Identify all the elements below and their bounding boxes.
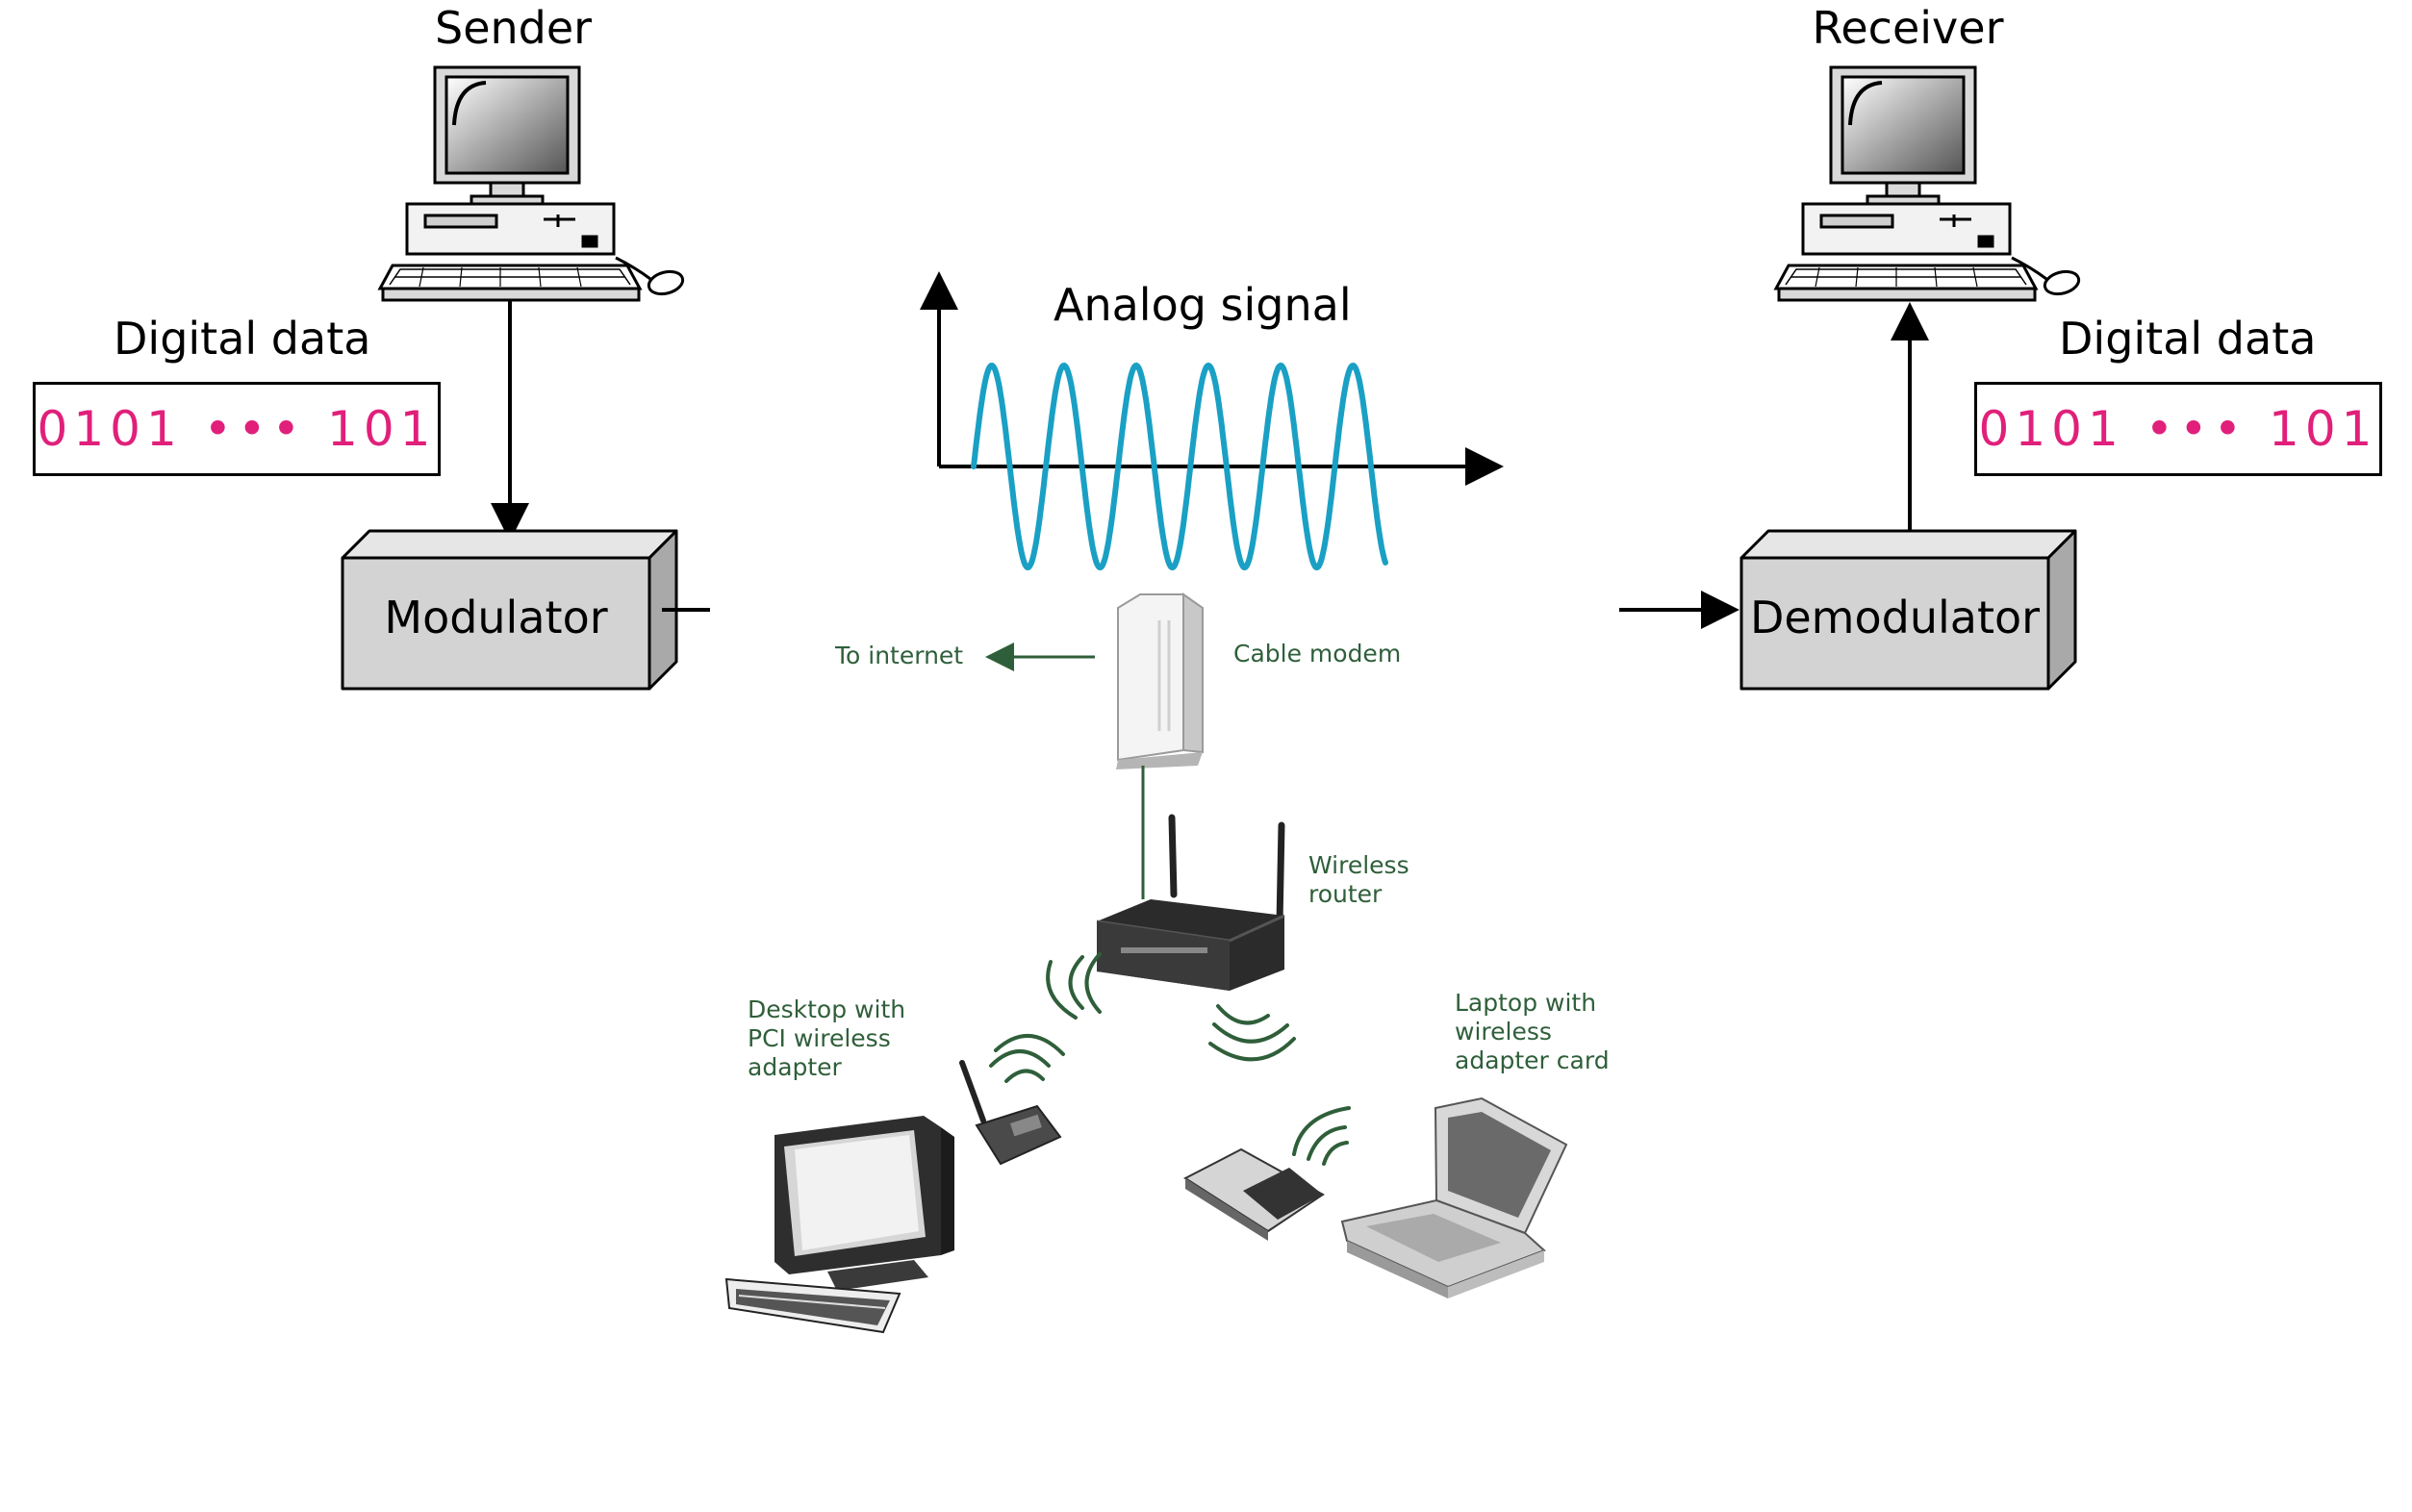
cable-modem-label: Cable modem [1233, 640, 1402, 668]
cable-modem-icon [1116, 592, 1204, 769]
desktop-label: Desktop with PCI wireless adapter [748, 995, 906, 1081]
receiver-digital-data-box: 0101 ••• 101 [1974, 382, 2382, 476]
sender-digital-data-box: 0101 ••• 101 [33, 382, 441, 476]
laptop-icon [1340, 1096, 1568, 1298]
laptop-label: Laptop with wireless adapter card [1455, 989, 1610, 1074]
analog-signal-wave [971, 362, 1388, 571]
receiver-digital-data-label: Digital data [2059, 313, 2317, 365]
demodulator-box [1739, 529, 2077, 691]
wireless-router-icon [1096, 814, 1285, 991]
receiver-label: Receiver [1812, 2, 2004, 54]
modulator-label: Modulator [384, 592, 608, 643]
demodulator-label: Demodulator [1749, 592, 2041, 643]
sender-computer-icon [377, 65, 685, 302]
wireless-router-label: Wireless router [1308, 851, 1409, 908]
pci-wireless-card-icon [959, 1060, 1062, 1166]
desktop-computer-icon [724, 1116, 954, 1334]
wireless-waves-icon [989, 952, 1351, 1166]
modulator-box [341, 529, 678, 691]
receiver-computer-icon [1773, 65, 2081, 302]
sender-digital-data-label: Digital data [114, 313, 371, 365]
to-internet-label: To internet [835, 642, 964, 669]
sender-bit-sequence: 0101 ••• 101 [37, 401, 437, 457]
analog-signal-label: Analog signal [1054, 279, 1352, 331]
receiver-bit-sequence: 0101 ••• 101 [1978, 401, 2378, 457]
wireless-adapter-card-icon [1183, 1147, 1325, 1241]
sender-label: Sender [435, 2, 593, 54]
